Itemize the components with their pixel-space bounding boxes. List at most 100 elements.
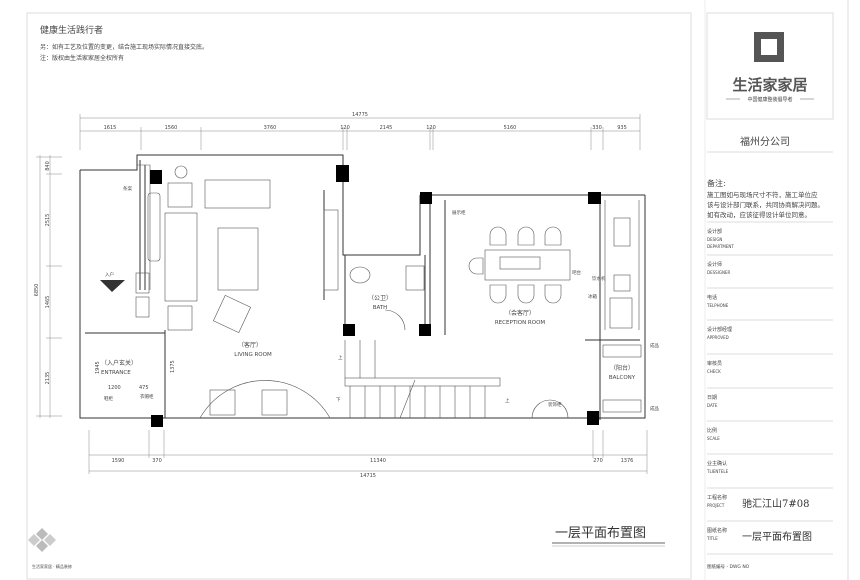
annotation-label: 上 <box>338 354 343 361</box>
brand-slogan: 中国健康整装倡导者 <box>747 96 792 103</box>
annotation-label: 成品 <box>650 405 659 412</box>
dim-label: 840 <box>45 161 51 171</box>
field-label-cn: 电话 <box>707 294 717 301</box>
sheet-frame <box>26 12 692 580</box>
armchair <box>212 294 252 334</box>
dim-entrance-w: 1200 <box>108 385 121 391</box>
annotation-label: 成品 <box>650 342 659 349</box>
sink <box>405 265 425 291</box>
dim-label: 1376 <box>621 458 634 464</box>
dim-label: 1560 <box>165 125 178 131</box>
annotation-label: 展示柜 <box>452 209 466 216</box>
dim-label: 5160 <box>504 125 517 131</box>
dim-bottom-total: 14715 <box>360 473 376 479</box>
dim-label: 1465 <box>45 296 51 309</box>
field-label-en: DESIGN <box>707 237 722 242</box>
bar-table <box>484 249 571 281</box>
field-label-cn: 业主确认 <box>707 460 727 467</box>
toilet <box>349 266 371 284</box>
field-value: 驰汇江山7#08 <box>742 497 809 510</box>
dim-entrance-h: 1945 <box>95 361 101 374</box>
field-label-en: DEPARTMENT <box>707 244 734 249</box>
dwg-no-label: 图纸编号 - DWG NO <box>707 563 750 570</box>
title-block-fields: 设计部 DESIGN DEPARTMENT 设计师 DESSIGNER 电话 TELPHON… <box>706 221 833 555</box>
brand-logo-icon <box>754 32 784 62</box>
title-block: 生活家家居 中国健康整装倡导者 福州分公司 备注: 施工图如与现场尺寸不符，施工… <box>704 0 834 580</box>
room-bath-en: BATH <box>373 305 388 311</box>
dim-label: 120 <box>426 125 436 131</box>
dim-label: 270 <box>593 458 603 464</box>
header-note: 注：版权由生活家家居全权所有 <box>40 54 124 62</box>
annotation-label: 条案 <box>123 185 132 192</box>
annotation-label: 入户 <box>105 271 114 278</box>
annotation-label: 生活家家居 · 精品装修 <box>32 563 72 569</box>
annotation-label: 装饰柜 <box>548 401 562 408</box>
remark-title: 备注: <box>707 178 726 188</box>
dim-label: 2135 <box>45 372 51 385</box>
brand-logo-box <box>706 12 834 120</box>
field-label-cn: 图纸名称 <box>707 527 727 534</box>
columns <box>150 165 601 427</box>
header-title: 健康生活践行者 <box>40 24 103 36</box>
dim-label: 2145 <box>380 125 393 131</box>
dim-label: 1615 <box>104 125 117 131</box>
room-balcony-en: BALCONY <box>609 375 636 381</box>
room-reception-en: RECEPTION ROOM <box>495 320 546 326</box>
annotation-label: 施工图如与现场尺寸不符，施工单位应 <box>707 190 818 199</box>
sofa <box>204 179 271 209</box>
annotation-label: 饮水机 <box>592 275 606 282</box>
annotation-label: 鞋柜 <box>104 395 113 402</box>
annotation-label: 吧台 <box>572 269 581 276</box>
room-reception-cn: （会客厅） <box>505 309 535 317</box>
field-value: 一层平面布置图 <box>742 531 812 543</box>
chair <box>209 389 236 416</box>
staircase <box>344 340 501 419</box>
dim-label: 11340 <box>370 458 386 464</box>
strip-table <box>147 192 161 262</box>
bath-fixtures <box>349 265 425 331</box>
field-label-cn: 工程名称 <box>707 494 727 501</box>
brand-name: 生活家家居 <box>732 76 807 94</box>
left-dimensions: 6850 840 2515 1465 2135 <box>34 155 62 418</box>
field-label-en: DESSIGNER <box>707 270 730 275</box>
drawing-title: 一层平面布置图 <box>555 526 646 541</box>
room-bath-cn: （公卫） <box>368 295 392 302</box>
field-label-en: TELPHONE <box>706 303 729 308</box>
dim-shoe: 475 <box>139 385 149 391</box>
room-labels: （客厅） LIVING ROOM （公卫） BATH （会客厅） RECEPTI… <box>95 295 636 391</box>
annotation-label: 该与设计部门联系，共同协商解决问题。 <box>707 200 824 209</box>
annotation-label: 如有改动，应该征得设计单位同意。 <box>707 210 811 219</box>
field-label-en: TLIENTELE <box>706 469 729 474</box>
dim-top-total: 14775 <box>352 112 368 118</box>
field-label-cn: 比例 <box>707 427 717 434</box>
annotations: 入户 条案 鞋柜 衣帽柜 展示柜 吧台 饮水机 冰箱 成品 成品 装饰柜 上 下… <box>104 185 659 412</box>
entry-arrow-icon <box>100 280 125 292</box>
field-label-cn: 审核员 <box>707 360 722 367</box>
dim-left-total: 6850 <box>34 284 40 297</box>
dim-label: 2515 <box>45 214 51 227</box>
annotation-label: 衣帽柜 <box>140 393 154 400</box>
annotation-label: 上 <box>505 397 510 404</box>
dim-label: 330 <box>592 125 602 131</box>
dim-label: 935 <box>617 125 627 131</box>
field-label-en: CHECK <box>707 369 721 374</box>
field-label-en: SCALE <box>707 436 720 441</box>
room-entrance-cn: （入户玄关） <box>101 359 137 367</box>
top-dimensions: 14775 1615 1560 3760 120 2145 120 5160 3… <box>79 112 641 150</box>
room-entrance-en: ENTRANCE <box>101 370 131 376</box>
field-label-en: DATE <box>707 403 718 408</box>
header-note: 另：如有工艺及位置的变更，结合施工现场实际情况直接交底。 <box>40 43 208 51</box>
dim-label: 120 <box>340 125 350 131</box>
footer-logo: 生活家家居 · 精品装修 <box>28 528 72 569</box>
room-living-en: LIVING ROOM <box>234 352 272 358</box>
living-furniture <box>100 165 339 419</box>
field-label-cn: 设计部经理 <box>707 326 732 333</box>
room-balcony-cn: （阳台） <box>610 364 634 372</box>
dim-label: 370 <box>152 458 162 464</box>
branch-name: 福州分公司 <box>740 135 790 148</box>
coffee-table <box>217 227 259 291</box>
field-label-cn: 设计部 <box>707 228 722 235</box>
dim-label: 3760 <box>264 125 277 131</box>
field-label-cn: 设计师 <box>707 261 722 268</box>
